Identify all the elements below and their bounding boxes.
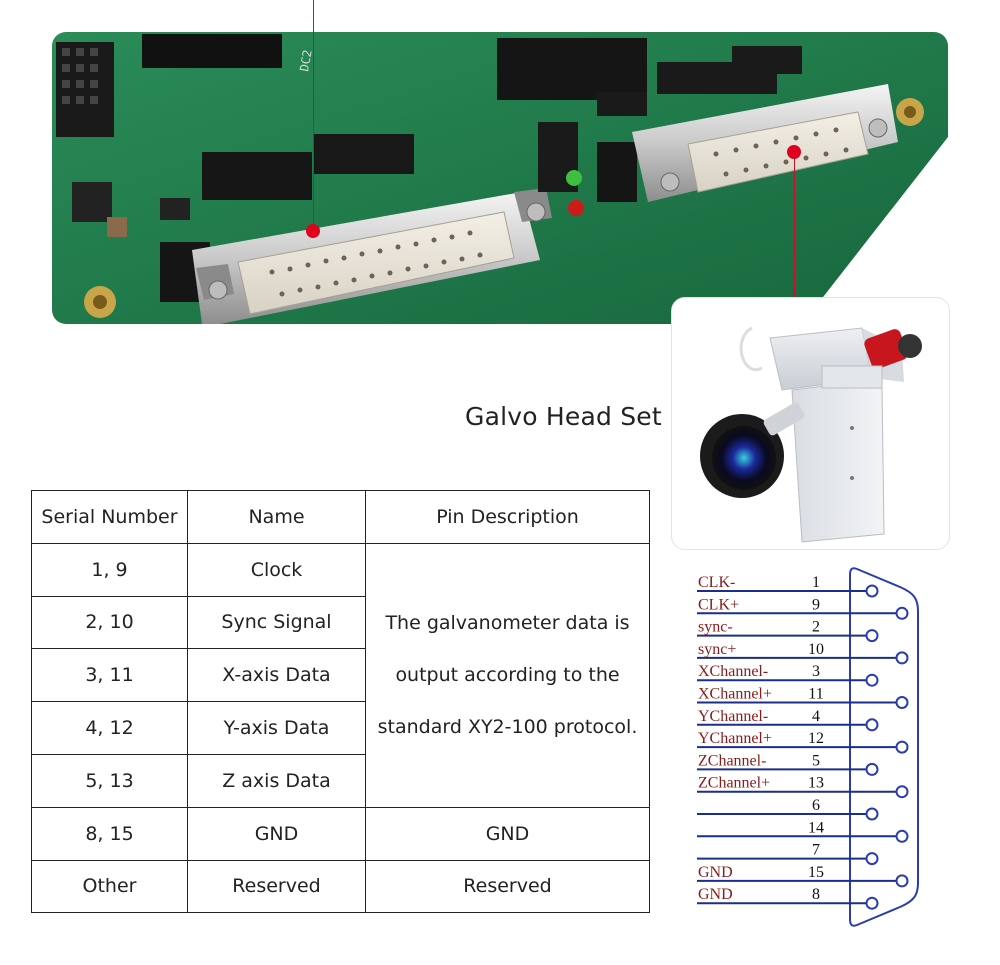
pin-label: GND (698, 864, 733, 881)
pin-hole (865, 807, 879, 821)
pin-hole (865, 762, 879, 776)
pin-hole (895, 696, 909, 709)
callout-dot-db15 (787, 145, 801, 159)
pin-description-table: Serial Number Name Pin Description 1, 9 … (31, 490, 650, 914)
header-serial-number: Serial Number (31, 490, 188, 544)
board-silkscreen-label: DC2 (297, 49, 315, 73)
table-row: 2, 10 Sync Signal (31, 595, 650, 650)
pin-hole (895, 606, 909, 620)
pin-hole (865, 896, 879, 910)
pin-label: YChannel- (698, 708, 768, 725)
pin-hole (895, 874, 909, 888)
cell-serial: 5, 13 (31, 753, 188, 808)
table-row: 3, 11 X-axis Data (31, 648, 650, 703)
pin-label: GND (698, 886, 733, 903)
pin-number: 11 (808, 686, 823, 703)
cell-name: GND (187, 806, 366, 861)
pin-number: 13 (808, 775, 824, 792)
pin-number: 7 (812, 842, 820, 859)
pin-hole (895, 651, 909, 665)
pin-number: 6 (812, 797, 820, 814)
pin-label: CLK+ (698, 596, 739, 613)
pin-label: ZChannel- (698, 752, 766, 769)
cell-merged-description: The galvanometer data is output accordin… (365, 542, 650, 808)
table-header-row: Serial Number Name Pin Description (31, 490, 650, 544)
pin-hole (865, 852, 879, 866)
pin-label: sync- (698, 619, 733, 636)
cell-name: Y-axis Data (187, 701, 366, 755)
desc-line: standard XY2-100 protocol. (377, 716, 638, 739)
cell-name: X-axis Data (187, 648, 366, 703)
cell-serial: 3, 11 (31, 648, 188, 703)
table-row: Other Reserved Reserved (31, 859, 650, 914)
cell-desc: Reserved (365, 859, 650, 914)
pin-label: XChannel- (698, 663, 768, 680)
desc-line: output according to the (395, 664, 620, 687)
pin-hole (865, 718, 879, 732)
galvo-head-set-label: Galvo Head Set (465, 402, 662, 431)
cell-name: Clock (187, 542, 366, 597)
table-row: 8, 15 GND GND (31, 806, 650, 861)
cell-desc: GND (365, 806, 650, 861)
pin-number: 3 (812, 663, 820, 680)
table-row: 4, 12 Y-axis Data (31, 701, 650, 755)
cell-serial: Other (31, 859, 188, 914)
pin-number: 8 (812, 886, 820, 903)
pcb-board-image: DC2 (52, 32, 948, 324)
cell-serial: 2, 10 (31, 595, 188, 650)
cell-name: Reserved (187, 859, 366, 914)
pin-hole (865, 584, 879, 598)
cell-name: Sync Signal (187, 595, 366, 650)
callout-dot-db25 (306, 224, 320, 238)
pin-label: CLK- (698, 574, 735, 591)
pin-number: 1 (812, 574, 820, 591)
pin-number: 12 (808, 730, 824, 747)
pin-number: 9 (812, 596, 820, 613)
pin-number: 4 (812, 708, 820, 725)
pin-number: 10 (808, 641, 824, 658)
pin-number: 2 (812, 619, 820, 636)
cell-serial: 4, 12 (31, 701, 188, 755)
cell-serial: 8, 15 (31, 806, 188, 861)
pin-number: 15 (808, 864, 824, 881)
galvo-head-image (671, 297, 950, 550)
cell-name: Z axis Data (187, 753, 366, 808)
pin-label: sync+ (698, 641, 736, 658)
pin-label: XChannel+ (698, 686, 772, 703)
table-row: 1, 9 Clock The galvanometer data is outp… (31, 542, 650, 808)
header-pin-description: Pin Description (365, 490, 650, 544)
pin-hole (895, 740, 909, 754)
connector-outline (849, 567, 919, 927)
pin-number: 5 (812, 752, 820, 769)
callout-line-db15 (794, 152, 795, 298)
pin-number: 14 (808, 819, 824, 836)
pin-label: ZChannel+ (698, 775, 770, 792)
pin-hole (895, 829, 909, 843)
header-name: Name (187, 490, 366, 544)
pin-hole (865, 673, 879, 687)
pin-hole (895, 785, 909, 799)
cell-serial: 1, 9 (31, 542, 188, 597)
callout-line-db25 (313, 0, 314, 228)
pin-label: YChannel+ (698, 730, 772, 747)
desc-line: The galvanometer data is (385, 612, 630, 635)
table-row: 5, 13 Z axis Data (31, 753, 650, 808)
pin-hole (865, 629, 879, 643)
